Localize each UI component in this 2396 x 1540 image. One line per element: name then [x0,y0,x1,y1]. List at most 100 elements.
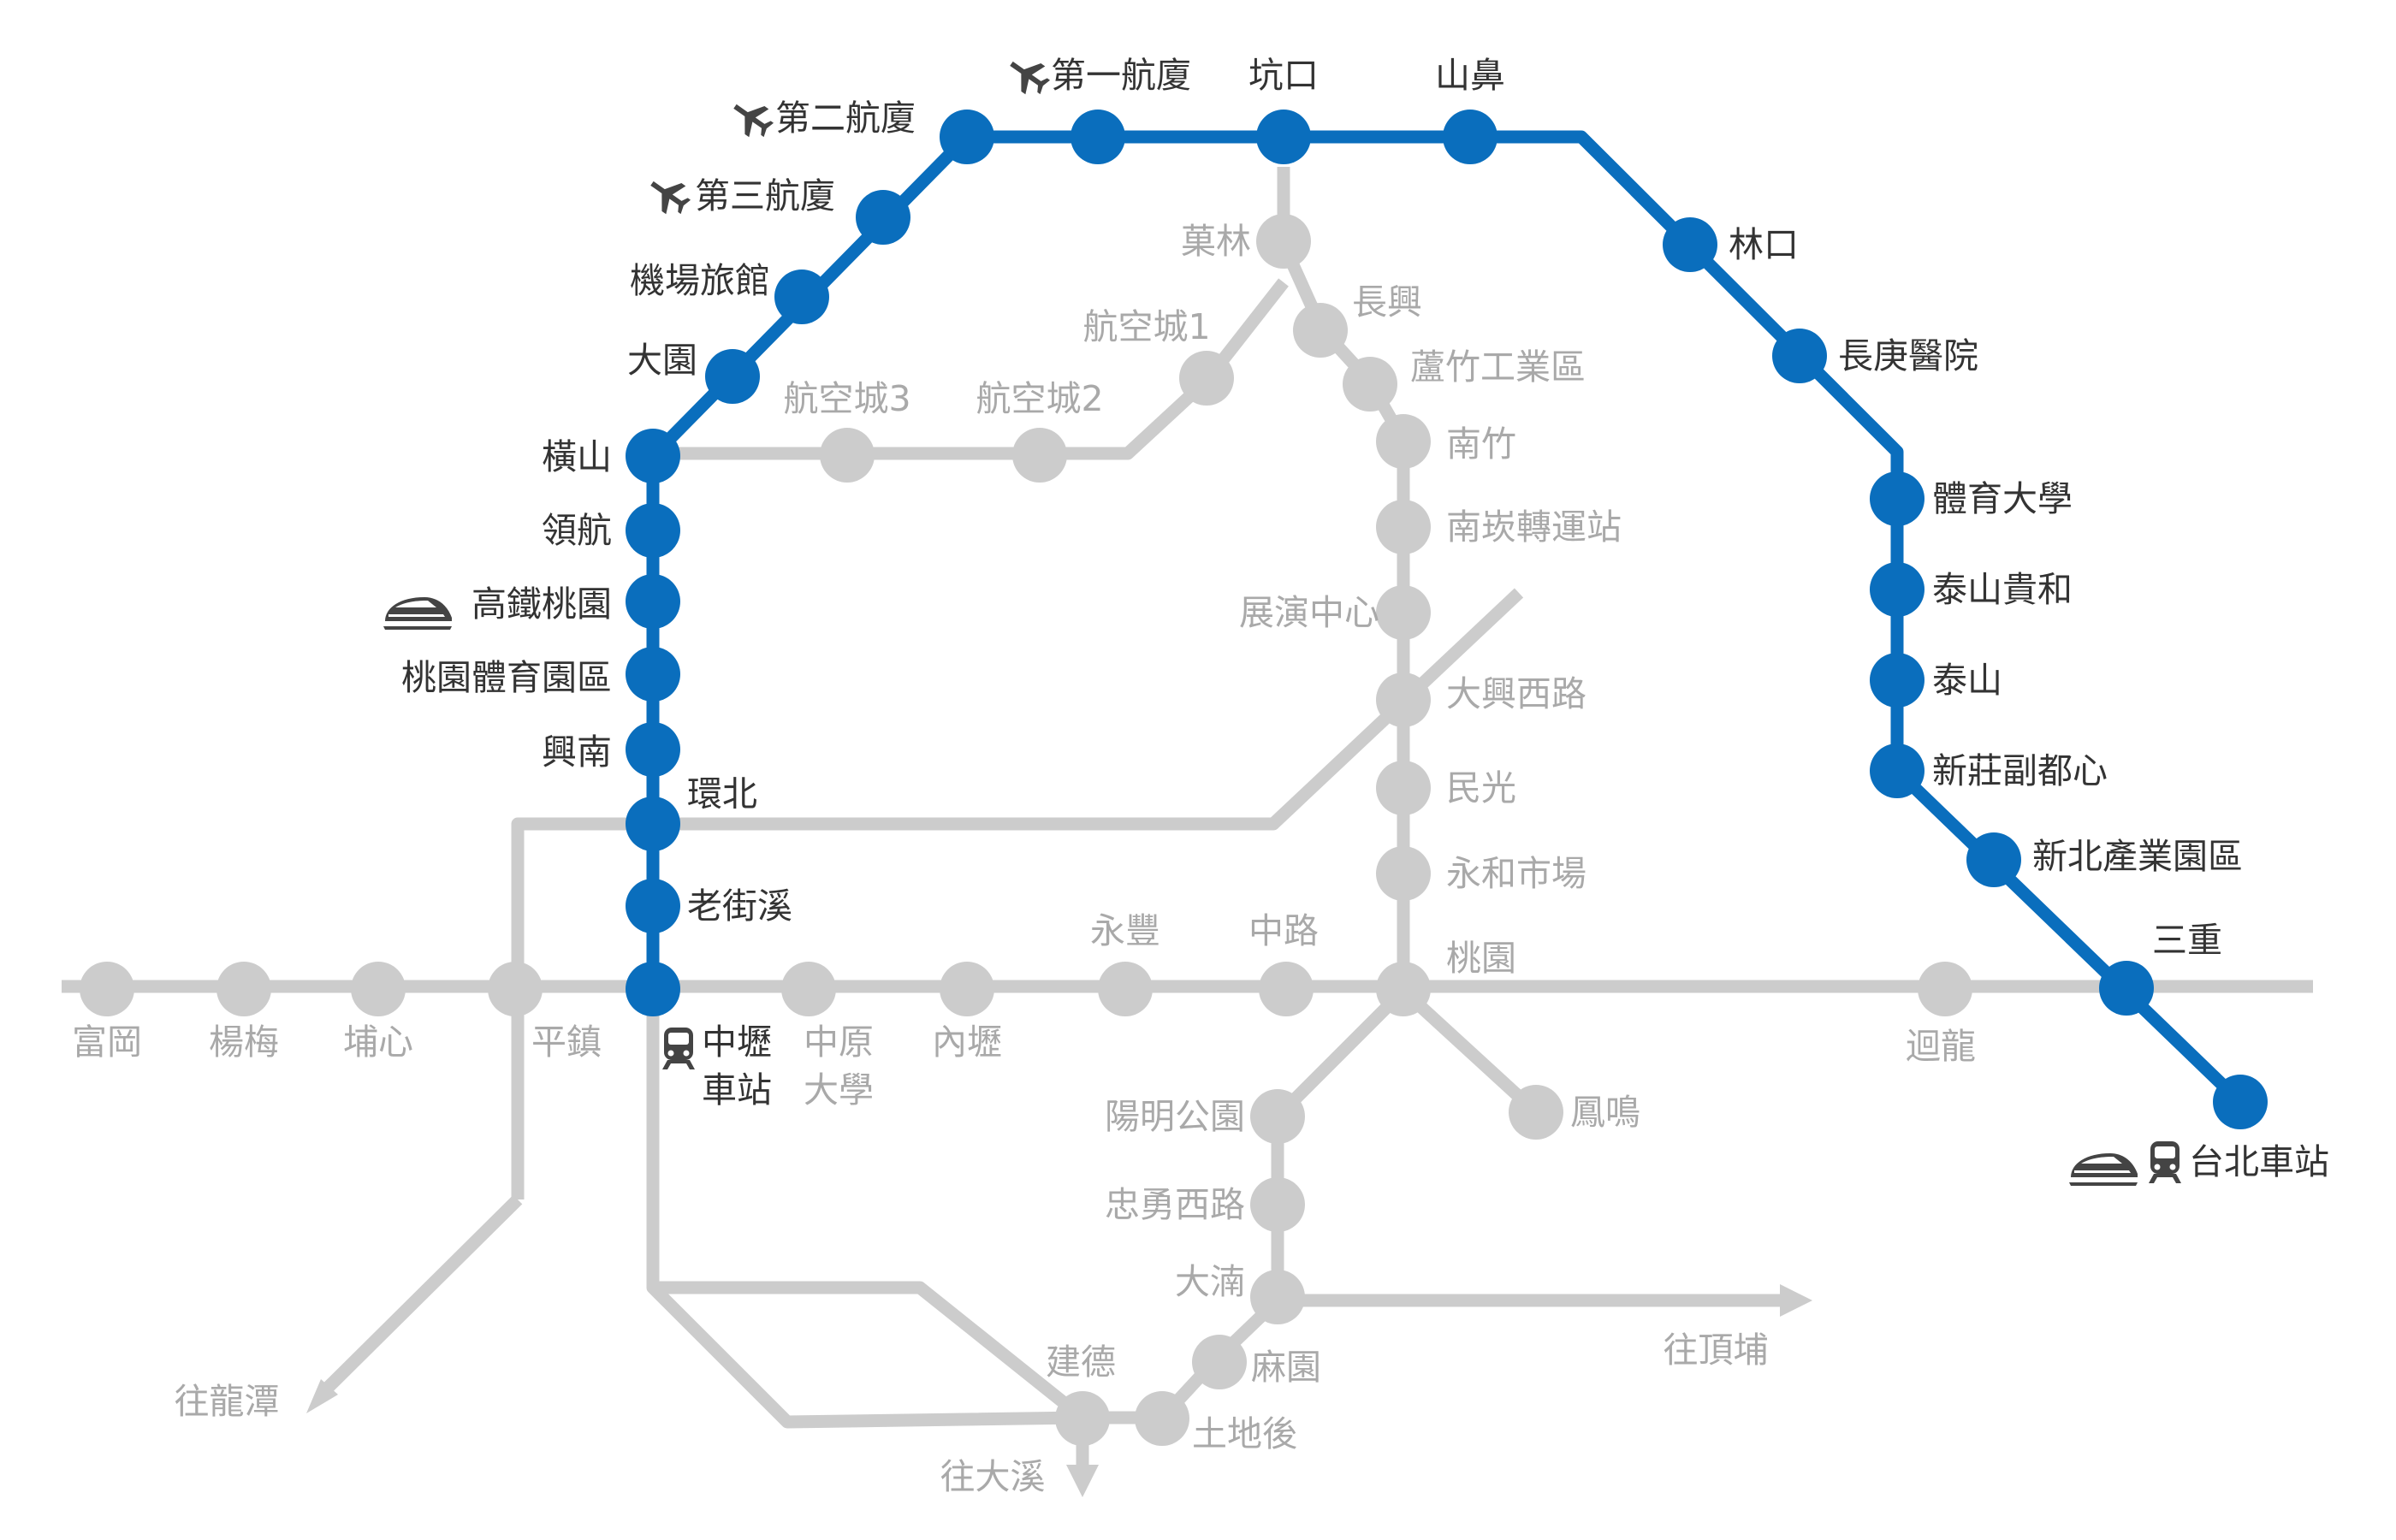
label-t1[interactable]: 第一航廈 [1051,55,1191,96]
station-dot-aero3[interactable] [820,428,875,483]
label-neili[interactable]: 內壢 [932,1022,1002,1063]
station-dot-yonghe[interactable] [1376,846,1431,901]
label-jiande[interactable]: 建德 [1046,1342,1116,1383]
station-dot-nanzhu[interactable] [1376,414,1431,469]
station-dot-yangmei[interactable] [216,962,271,1016]
label-industrial[interactable]: 新北產業園區 [2032,836,2243,877]
station-dot-taishan-guihe[interactable] [1870,562,1925,617]
station-dot-nankan[interactable] [1376,500,1431,554]
label-zhongyong[interactable]: 忠勇西路 [1105,1184,1245,1225]
label-aero3[interactable]: 航空城3 [783,378,910,419]
label-linghang[interactable]: 領航 [542,510,612,551]
station-dot-t3[interactable] [856,190,910,245]
label-fugang[interactable]: 富岡 [72,1022,142,1063]
station-dot-neili[interactable] [940,962,994,1016]
label-cyu-line2[interactable]: 大學 [804,1069,874,1111]
label-xingnan[interactable]: 興南 [542,732,612,773]
station-dot-zhonglu[interactable] [1259,962,1314,1016]
station-dot-expo[interactable] [1376,585,1431,640]
label-hsr[interactable]: 高鐵桃園 [471,583,612,625]
label-dayuan[interactable]: 大園 [627,340,697,381]
label-pingzhen[interactable]: 平鎮 [531,1022,602,1063]
station-dot-kengkou[interactable] [1256,110,1311,164]
station-dot-shanbi[interactable] [1443,110,1498,164]
label-kengkou[interactable]: 坑口 [1248,55,1319,96]
label-nankan[interactable]: 南崁轉運站 [1446,506,1622,548]
label-shanbi[interactable]: 山鼻 [1435,55,1505,96]
station-dot-dayuan[interactable] [705,349,760,404]
label-dingpu[interactable]: 往頂埔 [1664,1330,1769,1371]
station-dot-aero2[interactable] [1012,428,1067,483]
station-dot-fugang[interactable] [80,962,134,1016]
label-cyu-line1[interactable]: 中原 [804,1022,874,1063]
label-huilong[interactable]: 迴龍 [1906,1026,1976,1067]
station-dot-danan[interactable] [1250,1270,1305,1324]
label-yangming[interactable]: 陽明公園 [1105,1096,1245,1137]
label-sport-univ[interactable]: 體育大學 [1932,478,2073,519]
label-minguang[interactable]: 民光 [1446,767,1516,808]
label-yongfeng[interactable]: 永豐 [1090,910,1160,951]
label-t3[interactable]: 第三航廈 [695,175,835,216]
station-dot-daxing[interactable] [1376,672,1431,727]
label-changgung[interactable]: 長庚醫院 [1838,335,1978,376]
label-fengming[interactable]: 鳳鳴 [1570,1092,1640,1133]
station-dot-zhongyong[interactable] [1250,1177,1305,1232]
label-zhonglu[interactable]: 中路 [1248,910,1319,951]
station-dot-yangming[interactable] [1250,1089,1305,1144]
station-dot-linghang[interactable] [626,503,680,558]
label-xinzhuang[interactable]: 新莊副都心 [1932,750,2108,791]
station-dot-fengming[interactable] [1509,1085,1563,1140]
label-taishan[interactable]: 泰山 [1932,660,2002,701]
label-aero2[interactable]: 航空城2 [976,378,1103,419]
label-taishan-guihe[interactable]: 泰山貴和 [1932,569,2073,610]
station-dot-jiande[interactable] [1055,1391,1110,1446]
station-dot-t2[interactable] [940,110,994,164]
label-luzhu[interactable]: 蘆竹工業區 [1410,346,1586,388]
label-guolin[interactable]: 菓林 [1181,221,1251,262]
label-sanchong[interactable]: 三重 [2152,920,2222,961]
label-tudihou[interactable]: 土地後 [1192,1413,1297,1454]
station-dot-huilong[interactable] [1918,962,1972,1016]
station-dot-hengshan[interactable] [626,429,680,483]
label-zhongli-line2[interactable]: 車站 [702,1069,772,1111]
station-dot-puxin[interactable] [351,962,406,1016]
label-huanbei[interactable]: 環北 [687,773,757,814]
label-longtan[interactable]: 往龍潭 [175,1381,280,1422]
label-sports-park[interactable]: 桃園體育園區 [401,657,612,698]
label-yonghe[interactable]: 永和市場 [1446,853,1586,894]
station-dot-changgung[interactable] [1772,329,1827,383]
station-dot-taipei[interactable] [2213,1075,2268,1129]
station-dot-xinzhuang[interactable] [1870,743,1925,798]
label-hotel[interactable]: 機場旅館 [630,260,770,301]
station-dot-yongfeng[interactable] [1098,962,1153,1016]
station-dot-mayuan[interactable] [1192,1335,1247,1389]
station-dot-hotel[interactable] [774,270,829,324]
station-dot-zhongli[interactable] [626,962,680,1016]
station-dot-t1[interactable] [1070,110,1125,164]
label-t2[interactable]: 第二航廈 [775,98,916,139]
label-changxing[interactable]: 長興 [1352,281,1422,323]
station-dot-hsr[interactable] [626,574,680,629]
station-dot-laojie[interactable] [626,879,680,933]
label-nanzhu[interactable]: 南竹 [1446,424,1516,465]
station-dot-sanchong[interactable] [2099,961,2154,1016]
station-dot-luzhu[interactable] [1343,357,1397,412]
station-dot-tudihou[interactable] [1135,1391,1189,1446]
label-yangmei[interactable]: 楊梅 [209,1022,279,1063]
label-hengshan[interactable]: 橫山 [542,436,612,477]
label-daxi[interactable]: 往大溪 [940,1456,1046,1497]
label-danan[interactable]: 大湳 [1175,1261,1245,1302]
station-dot-changxing[interactable] [1293,303,1348,358]
station-dot-guolin[interactable] [1256,214,1311,269]
label-taipei[interactable]: 台北車站 [2189,1141,2329,1182]
station-dot-aero1[interactable] [1179,351,1234,406]
station-dot-huanbei[interactable] [626,797,680,851]
station-dot-pingzhen[interactable] [488,962,543,1016]
station-dot-cyu[interactable] [781,962,836,1016]
station-dot-minguang[interactable] [1376,761,1431,815]
station-dot-taishan[interactable] [1870,653,1925,708]
label-puxin[interactable]: 埔心 [343,1022,413,1063]
label-expo[interactable]: 展演中心 [1239,592,1379,633]
label-aero1[interactable]: 航空城1 [1082,306,1210,347]
label-daxing[interactable]: 大興西路 [1446,673,1586,714]
